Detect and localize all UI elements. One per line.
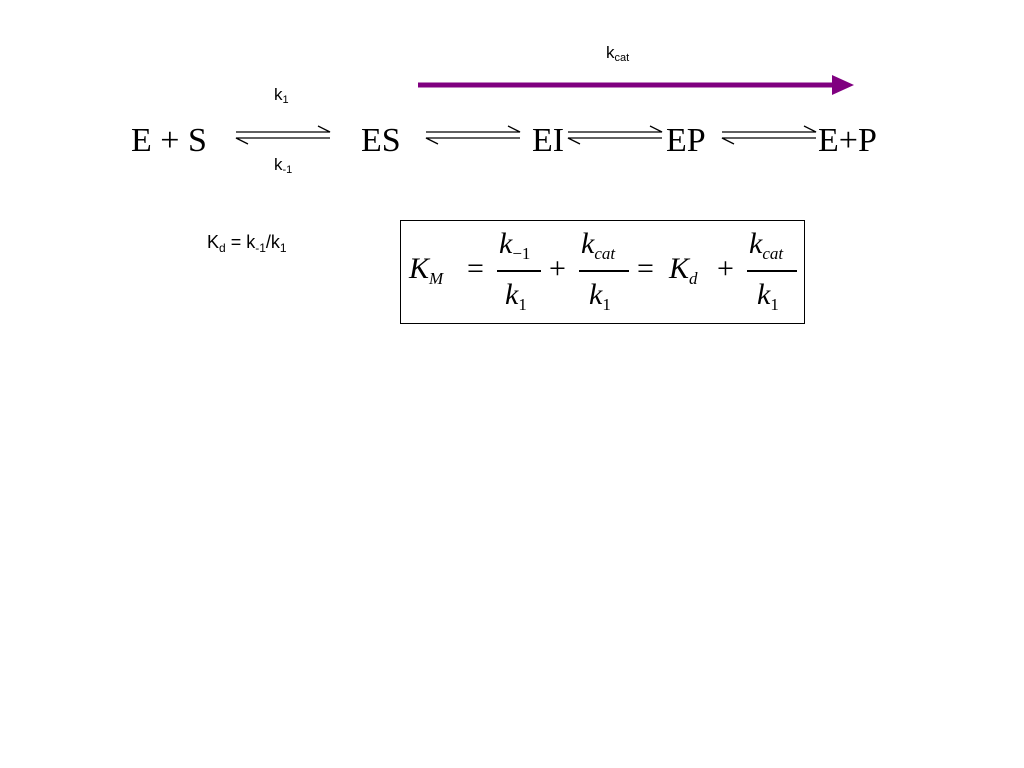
equilibrium-arrow-icon bbox=[235, 125, 331, 145]
kd-definition: Kd = k-1/k1 bbox=[207, 232, 287, 255]
fraction2-bar bbox=[579, 270, 629, 272]
equals-sign: = bbox=[637, 252, 654, 285]
equilibrium-arrow-icon bbox=[425, 125, 521, 145]
fraction3-numerator: kcat bbox=[749, 227, 784, 263]
km-equation-box: KM = k−1 k1 + kcat k1 = Kd + kcat k1 bbox=[400, 220, 805, 324]
plus-sign: + bbox=[549, 252, 566, 285]
k1-label: k1 bbox=[274, 85, 289, 106]
catalytic-arrow-icon bbox=[418, 75, 854, 95]
k-minus1-label: k-1 bbox=[274, 155, 293, 176]
plus-sign: + bbox=[717, 252, 734, 285]
equals-sign: = bbox=[467, 252, 484, 285]
species-ep: EP bbox=[666, 122, 706, 159]
kcat-label: kcat bbox=[606, 43, 630, 64]
fraction3-bar bbox=[747, 270, 797, 272]
fraction3-denominator: k1 bbox=[757, 278, 779, 314]
fraction2-numerator: kcat bbox=[581, 227, 616, 263]
equilibrium-arrow-icon bbox=[567, 125, 663, 145]
fraction1-numerator: k−1 bbox=[499, 227, 531, 263]
kd-symbol: Kd bbox=[669, 252, 698, 288]
species-es: ES bbox=[361, 122, 401, 159]
fraction1-bar bbox=[497, 270, 541, 272]
species-e-plus-s: E + S bbox=[131, 122, 207, 159]
species-e-plus-p: E+P bbox=[818, 122, 877, 159]
km-symbol: KM bbox=[409, 252, 444, 288]
equilibrium-arrow-icon bbox=[721, 125, 817, 145]
species-ei: EI bbox=[532, 122, 565, 159]
fraction2-denominator: k1 bbox=[589, 278, 611, 314]
fraction1-denominator: k1 bbox=[505, 278, 527, 314]
